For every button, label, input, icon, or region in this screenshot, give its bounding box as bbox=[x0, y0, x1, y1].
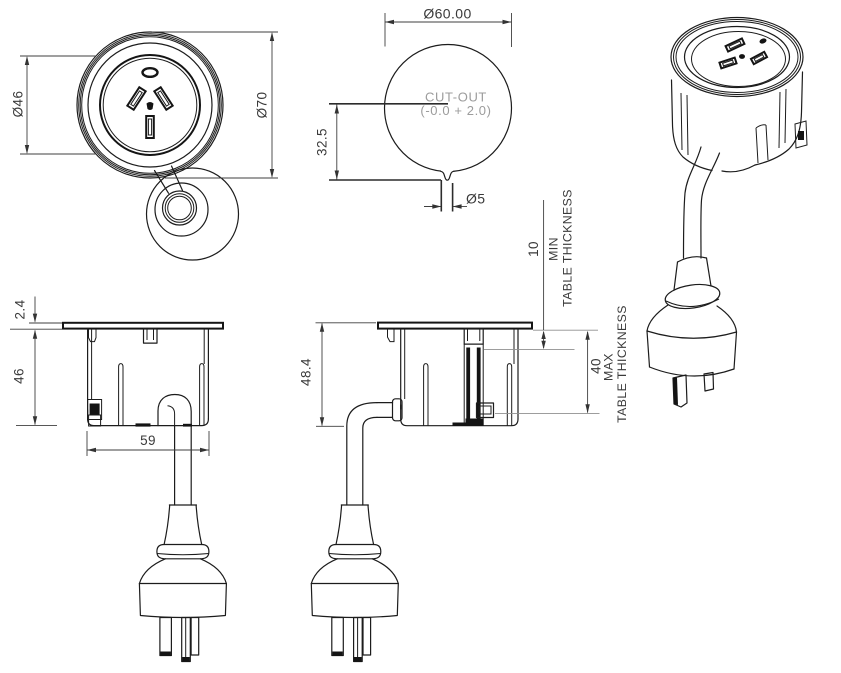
dim-label-max-note: TABLE THICKNESS bbox=[615, 305, 629, 423]
cutout-note-line1: CUT-OUT bbox=[425, 90, 487, 105]
dim-label-body-depth: 46 bbox=[12, 368, 27, 384]
neutral-pin-slot bbox=[152, 85, 175, 112]
dim-46: 46 bbox=[12, 329, 57, 426]
dim-dia-46: Ø46 bbox=[11, 55, 97, 155]
iso-plug bbox=[646, 256, 738, 408]
front-view: Ø46 Ø70 bbox=[11, 31, 278, 261]
dim-label-overall-depth: 48.4 bbox=[299, 358, 314, 386]
isometric-view bbox=[646, 16, 808, 408]
active-pin-slot bbox=[125, 85, 148, 112]
dim-dia-70: Ø70 bbox=[152, 31, 278, 179]
dim-48-4: 48.4 bbox=[299, 322, 376, 427]
cutout-notch bbox=[440, 170, 455, 181]
dim-min-table-thickness: 10 MIN TABLE THICKNESS bbox=[484, 189, 598, 351]
dim-label-cutout-dia: Ø60.00 bbox=[423, 6, 471, 22]
side-view-front: 2.4 46 59 bbox=[10, 296, 227, 663]
dim-label-min-value: 10 bbox=[526, 241, 541, 257]
dim-label-dia-outer: Ø70 bbox=[255, 92, 270, 119]
dim-max-table-thickness: 40 MAX TABLE THICKNESS bbox=[495, 305, 629, 423]
dim-dia-60: Ø60.00 bbox=[384, 6, 512, 47]
iso-socket-face bbox=[718, 37, 769, 70]
iso-cable bbox=[682, 146, 721, 259]
dim-32-5: 32.5 bbox=[315, 103, 448, 181]
dim-label-body-width: 59 bbox=[140, 433, 156, 448]
cutout-view: CUT-OUT (-0.0 + 2.0) Ø60.00 32.5 bbox=[315, 6, 513, 212]
screw-channel bbox=[463, 328, 495, 426]
led-indicator bbox=[141, 66, 159, 78]
plug-top-circles bbox=[145, 165, 240, 261]
clip-mechanism bbox=[87, 399, 103, 427]
plug-b bbox=[310, 504, 399, 663]
dim-2-4: 2.4 bbox=[10, 296, 62, 330]
dim-label-max-value: 40 bbox=[589, 358, 604, 374]
dim-label-center-to-notch: 32.5 bbox=[315, 128, 330, 156]
iso-led-indicator bbox=[759, 38, 767, 44]
side-view-side: 48.4 10 MIN TABLE THICKNESS 40 MAX TABLE… bbox=[299, 189, 629, 663]
cable-b bbox=[346, 398, 403, 506]
earth-pin-slot bbox=[145, 115, 155, 139]
flange bbox=[62, 321, 224, 330]
dim-59: 59 bbox=[86, 431, 210, 456]
dim-label-min-word: MIN bbox=[547, 237, 561, 261]
dim-dia-5: Ø5 bbox=[424, 180, 485, 212]
plug-a bbox=[138, 504, 227, 663]
iso-clip bbox=[794, 120, 808, 149]
flange-b bbox=[377, 321, 533, 330]
cutout-note-line2: (-0.0 + 2.0) bbox=[420, 103, 491, 118]
dim-label-dia-face: Ø46 bbox=[11, 91, 26, 118]
dim-label-flange-thickness: 2.4 bbox=[13, 299, 28, 319]
socket-center-marking bbox=[146, 102, 154, 110]
dim-label-notch-dia: Ø5 bbox=[466, 191, 485, 207]
cable-a bbox=[157, 393, 192, 506]
dim-label-max-word: MAX bbox=[602, 353, 616, 381]
socket-face bbox=[125, 66, 175, 139]
dim-label-min-note: TABLE THICKNESS bbox=[561, 189, 575, 307]
